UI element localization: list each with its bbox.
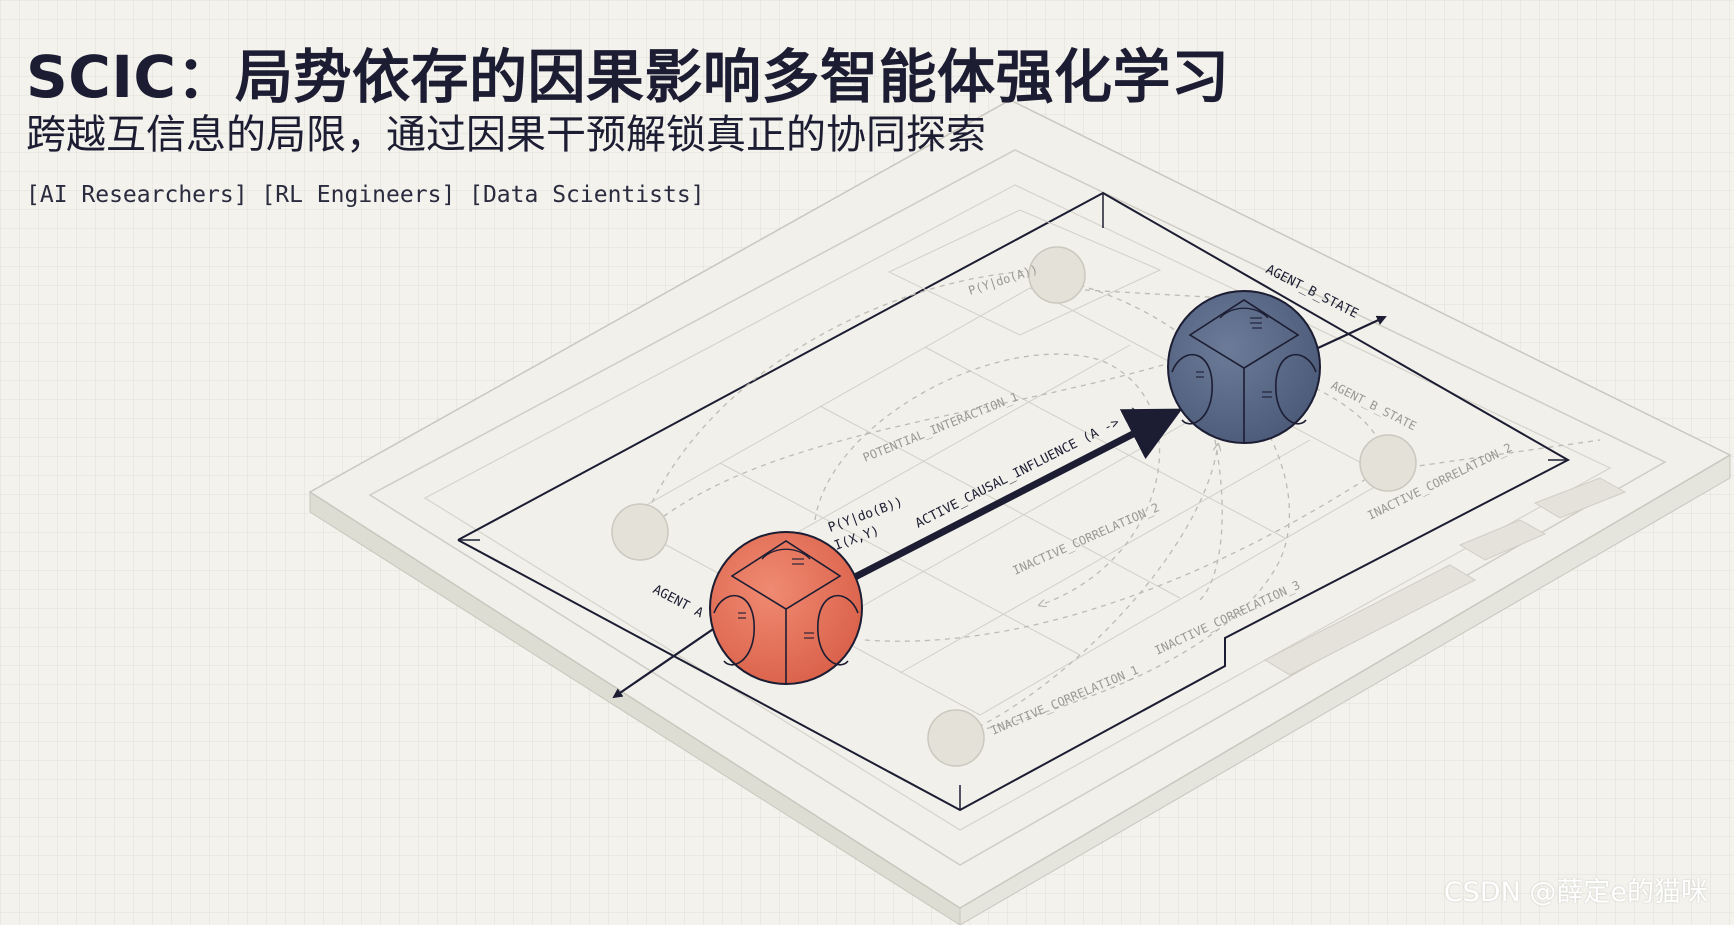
platform	[308, 99, 1732, 925]
node-bottom	[927, 709, 985, 767]
active-causal-edge	[853, 408, 1183, 581]
dashed-arc-agentb-down	[1199, 439, 1223, 601]
platform-top	[308, 99, 1732, 909]
watermark: CSDN @薛定e的猫咪	[1443, 877, 1708, 908]
platform-inner-border-1	[368, 149, 1667, 866]
agent-a-out-arrow	[612, 622, 723, 699]
agent-a-node	[709, 531, 863, 685]
node-right	[1359, 434, 1417, 492]
diagram-frame	[457, 191, 1571, 812]
dashed-arc-left	[639, 359, 1181, 536]
agent-b-node	[1167, 290, 1321, 444]
dashed-arc-big	[960, 279, 1290, 735]
agent-b-out-arrow	[1317, 315, 1387, 349]
platform-slot-1	[1533, 477, 1627, 519]
node-top	[1028, 246, 1086, 304]
platform-slot-2	[1458, 519, 1547, 561]
inactive-nodes	[611, 246, 1417, 767]
audience-tags: [AI Researchers] [RL Engineers] [Data Sc…	[26, 182, 705, 208]
page-subtitle: 跨越互信息的局限，通过因果干预解锁真正的协同探索	[26, 112, 986, 158]
dashed-arc-low	[959, 445, 1218, 736]
dashed-arc-top	[639, 269, 1058, 531]
dashed-arc-inner	[814, 353, 1160, 605]
inactive-connections	[639, 269, 1601, 736]
node-left	[611, 503, 669, 561]
page-title: SCIC：局势依存的因果影响多智能体强化学习	[26, 43, 1230, 111]
platform-inner-border-2	[423, 184, 1612, 831]
platform-slot-3	[1263, 564, 1477, 676]
